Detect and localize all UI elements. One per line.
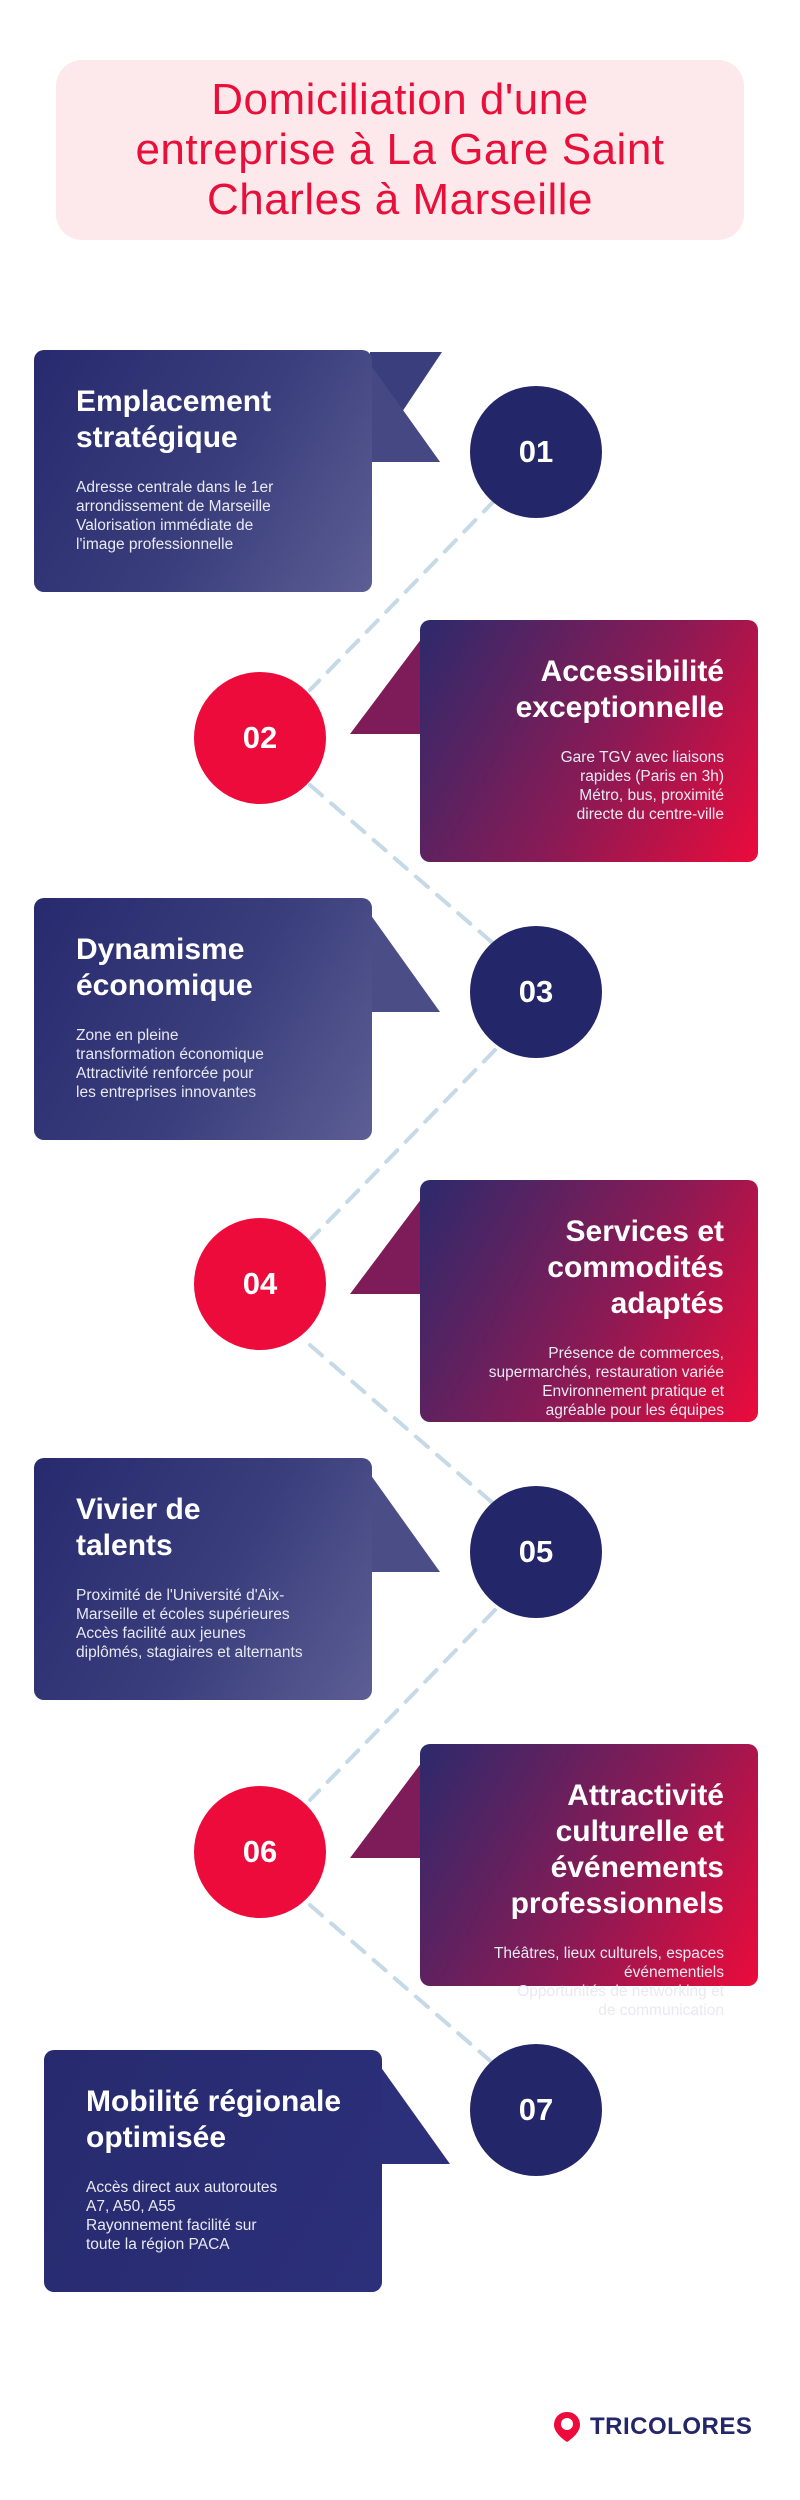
step-card-04: Services et commodités adaptés Présence … (420, 1180, 758, 1422)
card-pointer-shape (350, 622, 434, 734)
step-number-05: 05 (470, 1486, 602, 1618)
step-number-label: 02 (242, 720, 278, 755)
brand-logo: TRICOLORES (552, 2410, 752, 2444)
step-card-03: Dynamisme économique Zone en pleine tran… (34, 898, 372, 1140)
step-heading: Mobilité régionale optimisée (86, 2085, 342, 2154)
step-number-02: 02 (194, 672, 326, 804)
step-card-06: Attractivité culturelle et événements pr… (420, 1744, 758, 2019)
step-number-label: 03 (518, 974, 554, 1009)
step-text: Adresse centrale dans le 1er arrondissem… (76, 479, 274, 553)
step-number-04: 04 (194, 1218, 326, 1350)
step-number-label: 06 (242, 1834, 278, 1869)
step-card-07: Mobilité régionale optimisée Accès direc… (44, 2050, 382, 2292)
title-banner: Domiciliation d'une entreprise à La Gare… (56, 60, 744, 240)
step-heading: Emplacement stratégique (76, 385, 272, 454)
card-pointer-shape (350, 1182, 434, 1294)
card-pointer-shape (360, 350, 440, 462)
step-text: Théâtres, lieux culturels, espaces événe… (493, 1945, 724, 2019)
step-number-label: 07 (518, 2092, 554, 2127)
step-heading: Services et commodités adaptés (547, 1215, 724, 1320)
card-pointer-shape (350, 1746, 434, 1858)
step-number-label: 05 (518, 1534, 554, 1569)
step-text: Présence de commerces, supermarchés, res… (488, 1345, 724, 1419)
step-number-label: 04 (242, 1266, 278, 1301)
step-text: Zone en pleine transformation économique… (76, 1027, 264, 1101)
location-pin-icon (554, 2412, 580, 2442)
step-number-01: 01 (470, 386, 602, 518)
step-card-02: Accessibilité exceptionnelle Gare TGV av… (420, 620, 758, 862)
step-number-07: 07 (470, 2044, 602, 2176)
step-card-05: Vivier de talents Proximité de l'Univers… (34, 1458, 372, 1700)
step-card-01: Emplacement stratégique Adresse centrale… (34, 350, 372, 592)
card-pointer-shape (370, 2052, 450, 2164)
card-pointer-shape (360, 900, 440, 1012)
step-heading: Vivier de talents (76, 1493, 201, 1562)
step-heading: Dynamisme économique (76, 933, 253, 1002)
step-text: Accès direct aux autoroutes A7, A50, A55… (86, 2179, 278, 2253)
step-number-label: 01 (518, 434, 554, 469)
step-text: Proximité de l'Université d'Aix- Marseil… (76, 1587, 303, 1661)
step-heading: Accessibilité exceptionnelle (515, 655, 724, 724)
step-heading: Attractivité culturelle et événements pr… (510, 1779, 724, 1920)
step-number-06: 06 (194, 1786, 326, 1918)
step-number-03: 03 (470, 926, 602, 1058)
brand-name: TRICOLORES (590, 2413, 753, 2440)
page-title: Domiciliation d'une entreprise à La Gare… (135, 75, 665, 224)
card-pointer-shape (360, 1460, 440, 1572)
step-text: Gare TGV avec liaisons rapides (Paris en… (560, 749, 724, 823)
